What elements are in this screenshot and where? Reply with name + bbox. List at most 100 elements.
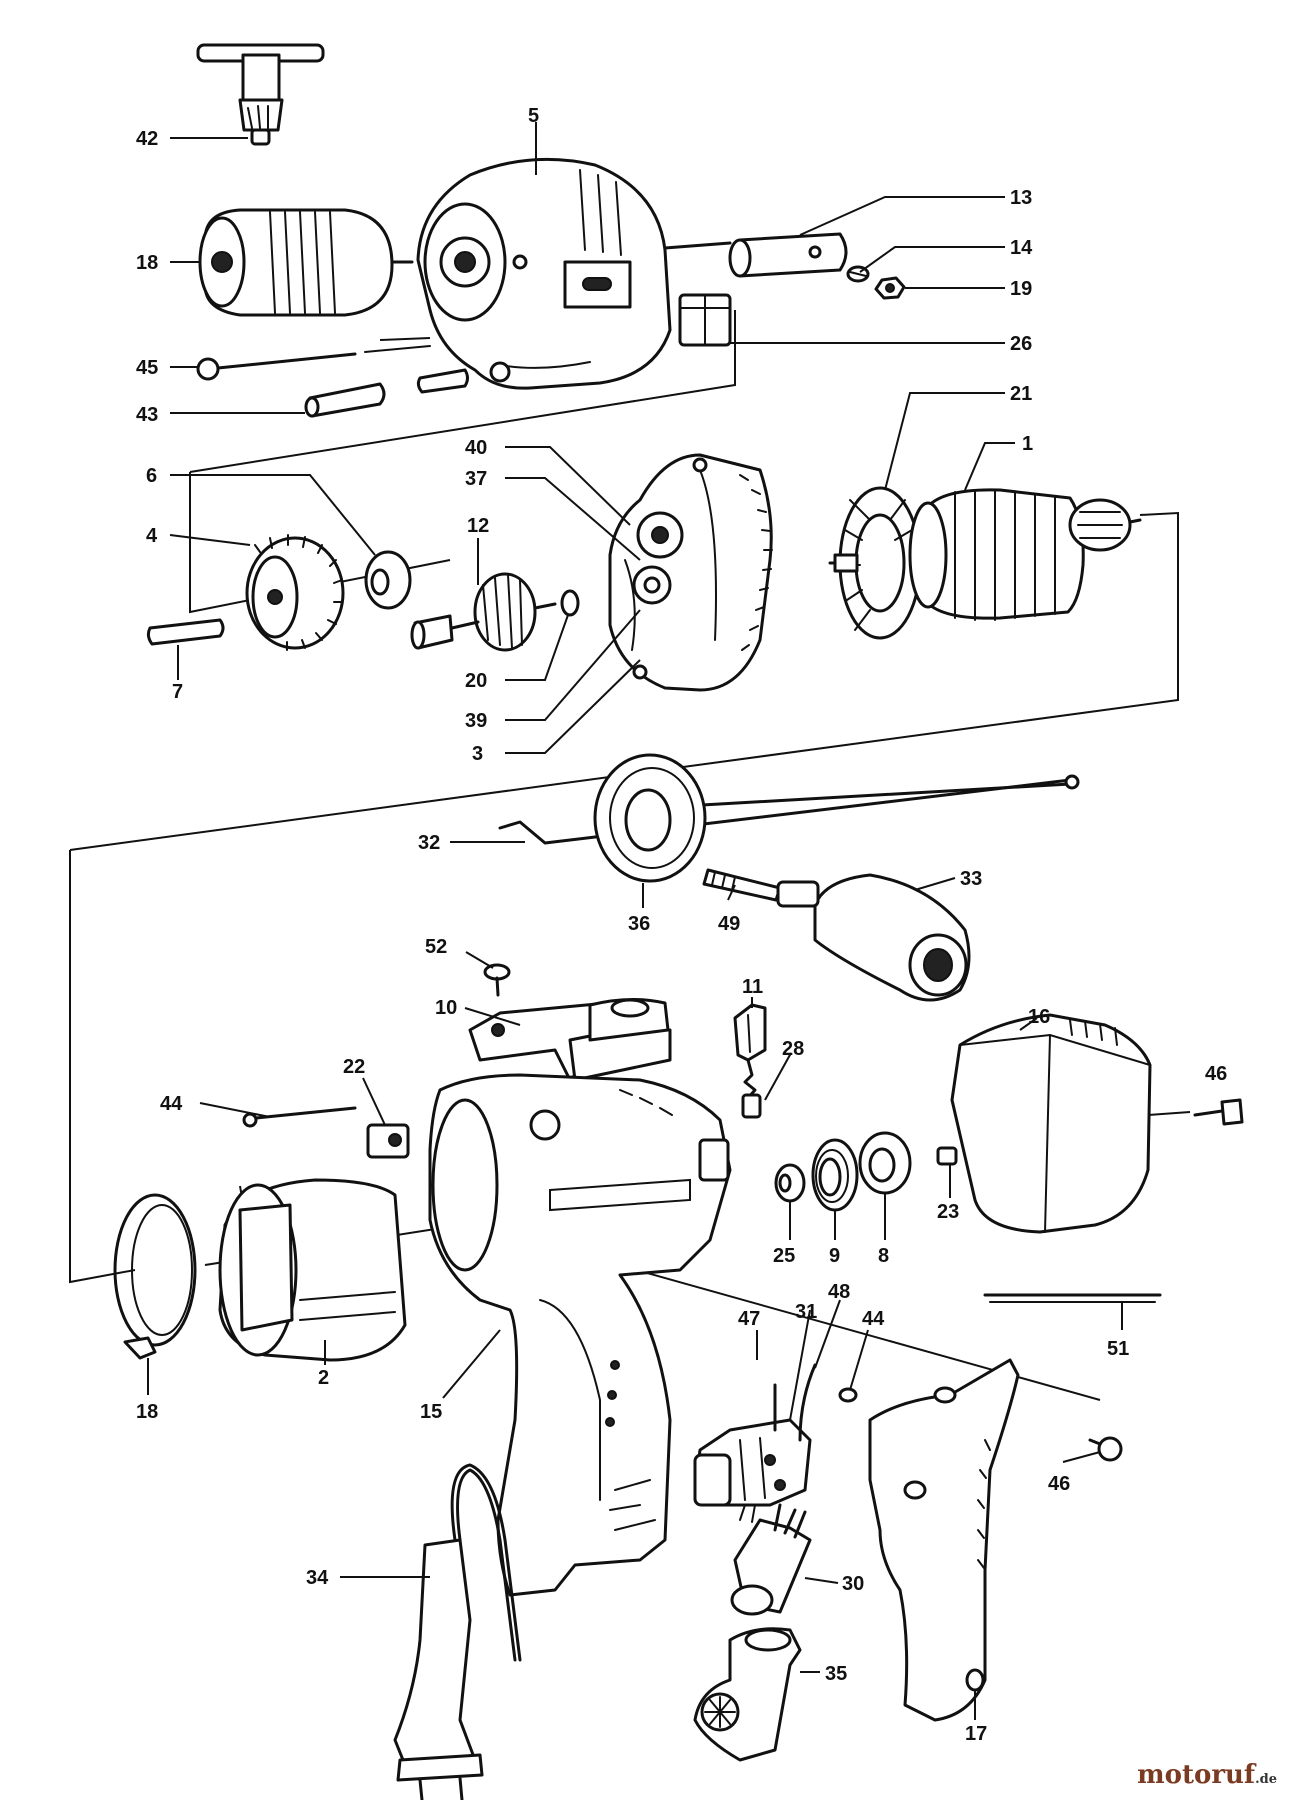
label-7: 7 [172, 681, 183, 703]
carbon-brush [741, 1058, 762, 1119]
brush-holder [733, 1003, 767, 1062]
label-3: 3 [472, 743, 483, 765]
side-handle [813, 873, 971, 1002]
label-11: 11 [742, 976, 763, 998]
brand-watermark: motoruf.de [1137, 1760, 1277, 1790]
small-bearing [364, 550, 412, 610]
long-screw [196, 345, 431, 381]
label-43: 43 [136, 404, 158, 426]
label-29: 26 [1010, 333, 1032, 355]
fan [828, 486, 922, 640]
label-22: 22 [343, 1056, 365, 1078]
label-48: 48 [828, 1281, 850, 1303]
label-2: 2 [318, 1367, 329, 1389]
label-46-top: 46 [1205, 1063, 1227, 1085]
handle-cover [868, 1358, 1020, 1722]
label-16: 16 [1028, 1006, 1050, 1028]
trigger-switch [693, 1418, 812, 1523]
retaining-ring [113, 1193, 197, 1360]
brush-block [678, 293, 732, 347]
label-26: 25 [773, 1245, 795, 1267]
label-9: 9 [829, 1245, 840, 1267]
brand-name: motoruf [1137, 1760, 1256, 1790]
label-51: 51 [1107, 1338, 1129, 1360]
label-44: 44 [862, 1308, 885, 1330]
label-14: 14 [1010, 237, 1033, 259]
label-31: 31 [795, 1301, 817, 1323]
chuck-key [196, 43, 325, 146]
label-41: 42 [136, 128, 158, 150]
nut [874, 276, 906, 300]
label-12: 12 [467, 515, 489, 537]
label-49: 49 [718, 913, 740, 935]
stator-screw [242, 1106, 357, 1128]
top-cover [468, 997, 672, 1082]
label-8: 8 [878, 1245, 889, 1267]
label-13: 13 [1010, 187, 1032, 209]
gear-pin [146, 618, 225, 646]
label-47: 47 [738, 1308, 760, 1330]
power-cord-plug [393, 1463, 522, 1800]
end-cap-screw [1193, 1098, 1244, 1126]
large-gear [245, 534, 345, 651]
label-36: 36 [628, 913, 650, 935]
label-46-bottom: 46 [1048, 1473, 1070, 1495]
spindle-sleeve [663, 232, 848, 278]
cap-nut [936, 1146, 958, 1166]
end-cap [950, 1013, 1152, 1234]
label-21: 20 [465, 670, 487, 692]
label-18: 18 [136, 1401, 158, 1423]
label-23: 21 [1010, 383, 1032, 405]
cord-guard [693, 1627, 802, 1762]
leader-lines [147, 122, 1123, 1720]
label-28: 28 [782, 1038, 804, 1060]
stator-clip [366, 1123, 410, 1159]
label-19: 18 [136, 252, 158, 274]
gear-housing [416, 157, 672, 390]
rating-plate [983, 1293, 1162, 1303]
gear-plate [608, 453, 773, 692]
handle-screw [1088, 1436, 1123, 1462]
field-stator [218, 1178, 407, 1362]
depth-rod [498, 774, 1080, 845]
label-15: 15 [420, 1401, 442, 1423]
label-35: 35 [825, 1663, 847, 1685]
label-30: 30 [842, 1573, 864, 1595]
label-45: 45 [136, 357, 158, 379]
part-labels: 42 5 13 14 19 18 26 45 43 21 1 40 37 6 4… [136, 105, 1227, 1745]
label-6: 6 [146, 465, 157, 487]
label-52: 52 [425, 936, 447, 958]
handle-bolt [702, 868, 820, 908]
switch-wire-b [798, 1363, 817, 1442]
motor-housing [428, 1073, 732, 1597]
label-32: 32 [418, 832, 440, 854]
label-4: 4 [146, 525, 158, 547]
label-5: 5 [528, 105, 539, 127]
bearing-cap [858, 1131, 912, 1195]
label-10: 10 [435, 997, 457, 1019]
large-washer [593, 753, 707, 883]
ball-bearing [811, 1138, 859, 1212]
label-34: 34 [306, 1567, 329, 1589]
armature [908, 488, 1142, 621]
drill-chuck [198, 208, 414, 317]
label-37: 37 [465, 468, 487, 490]
label-20: 19 [1010, 278, 1032, 300]
dowel-pin [304, 368, 469, 418]
switch-screw [838, 1387, 858, 1403]
bushing [774, 1163, 806, 1203]
label-33: 33 [960, 868, 982, 890]
label-39: 39 [465, 710, 487, 732]
small-screw [483, 963, 511, 997]
capacitor [730, 1503, 812, 1616]
label-40: 40 [465, 437, 487, 459]
label-17: 17 [965, 1723, 987, 1745]
brand-suffix: .de [1255, 1772, 1277, 1787]
pinion-gear [410, 572, 557, 652]
label-42: 44 [160, 1093, 183, 1115]
label-1: 1 [1022, 433, 1033, 455]
washer [560, 589, 580, 617]
label-25: 23 [937, 1201, 959, 1223]
